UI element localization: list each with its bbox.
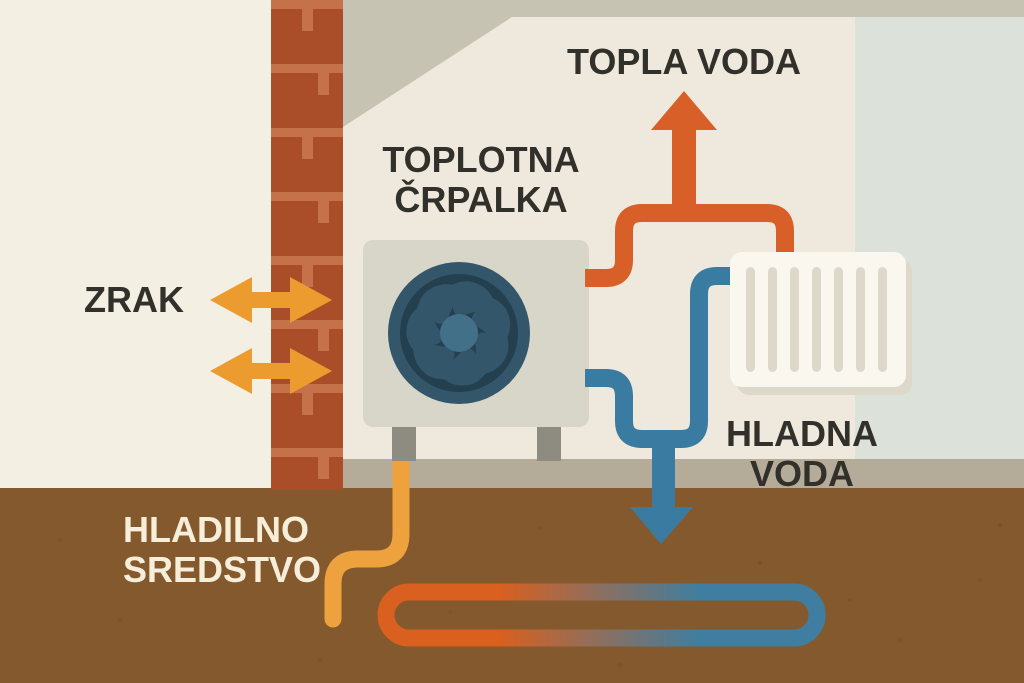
fan-hub bbox=[440, 314, 478, 352]
heat-pump-text-line2: ČRPALKA bbox=[394, 179, 568, 220]
ground-speckles bbox=[58, 523, 1002, 668]
label-air: ZRAK bbox=[84, 280, 184, 320]
label-hot-water: TOPLA VODA bbox=[567, 42, 801, 82]
radiator-fins bbox=[746, 267, 887, 372]
label-heat-pump: TOPLOTNA ČRPALKA bbox=[382, 140, 579, 220]
label-refrigerant: HLADILNO SREDSTVO bbox=[123, 510, 321, 590]
fan-icon bbox=[388, 262, 530, 404]
refrigerant-text-line2: SREDSTVO bbox=[123, 549, 322, 590]
ground-loop-pipe bbox=[377, 583, 826, 647]
cold-water-arrow-icon bbox=[630, 435, 693, 544]
unit-foot-left bbox=[392, 427, 416, 461]
hot-water-pipe bbox=[585, 204, 794, 287]
radiator bbox=[730, 252, 912, 395]
refrigerant-pipe bbox=[324, 437, 410, 628]
heat-pump-unit bbox=[363, 240, 589, 461]
heat-pump-text-line1: TOPLOTNA bbox=[382, 139, 580, 180]
hot-water-arrow-icon bbox=[651, 91, 717, 218]
hot-water-text: TOPLA VODA bbox=[566, 41, 802, 82]
ceiling-strip bbox=[343, 0, 1024, 127]
refrigerant-text-line1: HLADILNO bbox=[123, 509, 309, 550]
brick-wall bbox=[271, 0, 343, 490]
label-cold-water: HLADNA VODA bbox=[726, 414, 878, 494]
cold-water-text-line1: HLADNA bbox=[726, 413, 878, 454]
cold-water-text-line2: VODA bbox=[749, 453, 855, 494]
air-text: ZRAK bbox=[84, 279, 184, 320]
unit-foot-right bbox=[537, 427, 561, 461]
floor-strip bbox=[343, 459, 1024, 488]
